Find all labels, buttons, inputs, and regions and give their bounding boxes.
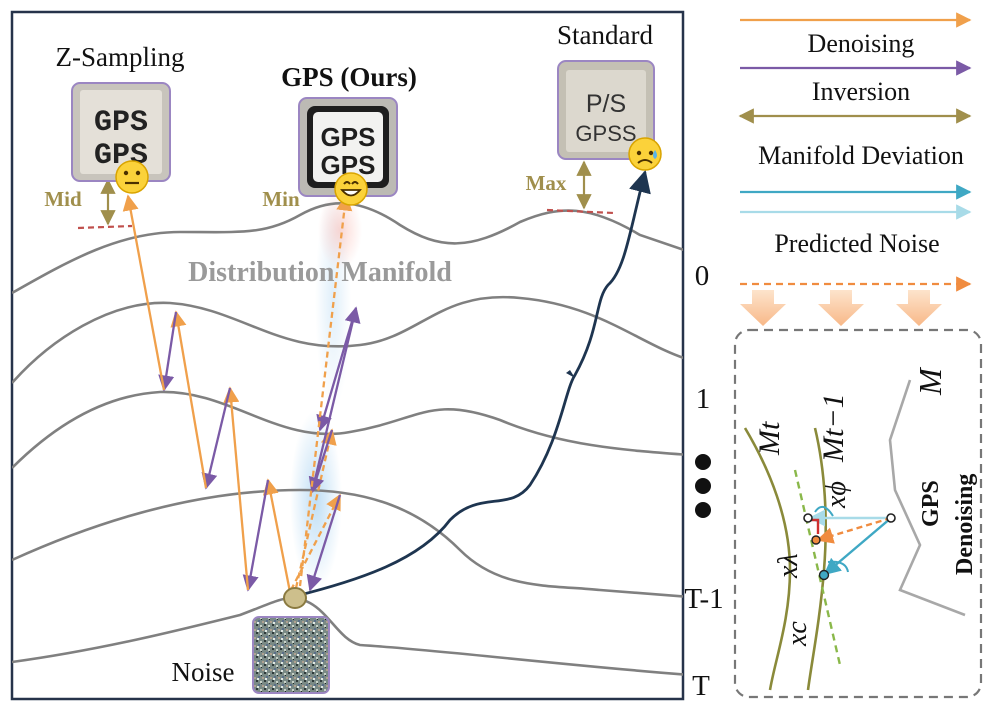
noise-image (252, 616, 330, 694)
fat-arrow-1 (740, 290, 786, 326)
std-thumb-sign (566, 70, 646, 152)
gps-invert-4 (316, 307, 358, 432)
manifold-curve-1 (12, 295, 683, 384)
inset-border (733, 328, 983, 699)
inset-tangent (793, 469, 842, 666)
fat-arrow-3 (896, 290, 942, 326)
manifold-curve-4 (12, 596, 683, 676)
z-thumb-sign (80, 90, 162, 174)
z-invert-2 (201, 387, 232, 490)
grinning-face-icon (334, 172, 368, 206)
min-label: Min (262, 187, 300, 211)
inset-label-mt-1: Mt−1 (817, 393, 850, 463)
manifold-curve-3 (12, 488, 683, 598)
z-denoise-1 (262, 478, 292, 593)
inset-point-x-c (818, 569, 830, 581)
gps-invert-1 (306, 494, 342, 592)
timestep-t: T (692, 670, 710, 702)
inset-label-x-phi: xϕ (821, 481, 852, 509)
legend: Denoising Inversion Manifold Deviation P… (738, 12, 972, 326)
gps-thumbnail: GPS GPS (298, 97, 398, 197)
legend-inversion-label: Inversion (812, 77, 910, 106)
max-label: Max (526, 171, 567, 195)
inset-label-gps: GPS (918, 480, 944, 527)
standard-thumbnail: P/S GPSS (557, 60, 655, 160)
inset-panel: M Mt Mt−1 xϕ xλ xc GPS Denoising (733, 328, 983, 699)
z-sampling-thumbnail: GPS GPS (71, 82, 171, 182)
standard-title: Standard (557, 20, 653, 50)
inset-fat-arrows (740, 290, 942, 326)
tangent-mid (77, 224, 133, 230)
noise-thumbnail (252, 616, 330, 694)
neutral-face-icon (115, 160, 149, 194)
legend-denoising-label: Denoising (808, 29, 915, 58)
z-denoise-4 (122, 194, 166, 391)
inset-angle-arc-1 (814, 505, 834, 517)
inset-point-x-lambda (811, 535, 821, 545)
std-thumb-text-bottom: GPSS (575, 121, 636, 146)
gps-title: GPS (Ours) (281, 62, 417, 92)
inset-manifold-m (888, 379, 966, 617)
inset-point-x-phi (803, 513, 813, 523)
legend-deviation-label: Manifold Deviation (758, 141, 964, 170)
mid-label: Mid (44, 187, 82, 211)
gps-denoise-1 (289, 493, 342, 591)
inset-label-x-c: xc (782, 621, 813, 647)
inset-curve-mt (743, 427, 792, 691)
inset-blue-arrow (823, 517, 892, 576)
manifold-label: Distribution Manifold (188, 257, 452, 288)
timestep-labels: 0 1 T-1 T (684, 260, 723, 702)
z-denoise-2 (223, 386, 250, 591)
timestep-ellipsis (695, 454, 711, 518)
z-sampling-title: Z-Sampling (56, 42, 185, 72)
gps-thumb-text-top: GPS (321, 122, 376, 152)
deviation-tangents (77, 208, 615, 230)
inset-label-denoising: Denoising (952, 474, 978, 575)
z-sampling-path (122, 194, 292, 593)
tangent-max (546, 208, 615, 215)
timestep-t-minus-1: T-1 (684, 583, 723, 615)
z-denoise-3 (170, 310, 208, 489)
gps-thumb-sign-face (313, 112, 383, 182)
main-panel: Distribution Manifold (10, 10, 685, 701)
inset-predicted-noise-arrow (816, 516, 892, 544)
z-invert-1 (242, 479, 270, 592)
legend-predicted-noise-label: Predicted Noise (774, 229, 939, 258)
inset-label-mt: Mt (753, 421, 786, 456)
standard-arrowhead-mid (566, 370, 575, 378)
timestep-1: 1 (696, 383, 711, 415)
z-invert-3 (158, 311, 178, 392)
gps-denoise-3 (298, 194, 353, 587)
start-node (283, 587, 307, 609)
inset-point-source (886, 513, 896, 523)
inset-label-x-lambda: xλ (773, 553, 804, 579)
gps-path (289, 194, 361, 592)
gps-denoise-2 (294, 428, 337, 589)
standard-path (295, 169, 651, 598)
timestep-0: 0 (695, 260, 710, 292)
inset-angle-arc-2 (827, 560, 849, 573)
gps-invert-3 (310, 306, 361, 493)
sad-sweat-face-icon (628, 137, 662, 171)
noise-label: Noise (172, 657, 235, 687)
std-thumb-text-top: P/S (586, 90, 626, 118)
z-thumb-text-top: GPS (94, 106, 148, 140)
inset-label-m: M (912, 366, 948, 396)
fat-arrow-2 (818, 290, 864, 326)
